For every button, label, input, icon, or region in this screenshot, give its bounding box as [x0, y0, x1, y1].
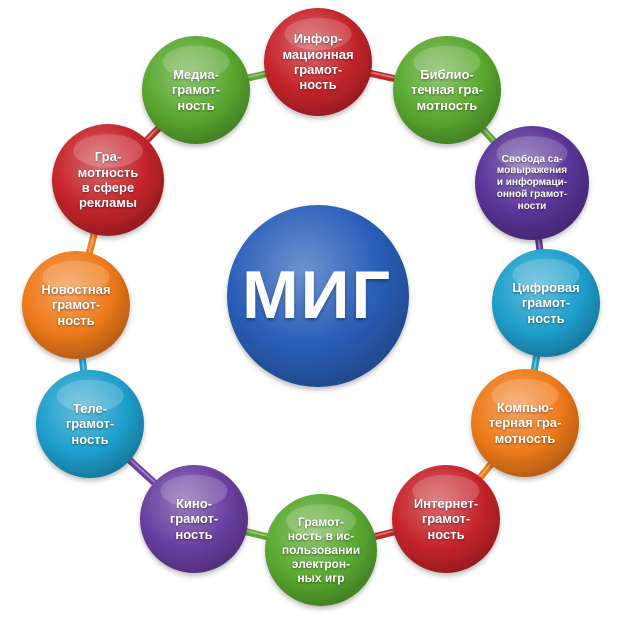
node-gloss [162, 45, 230, 79]
node-label: Новостная грамот- ность [41, 282, 111, 328]
center-circle [227, 205, 409, 387]
node-gloss [284, 17, 352, 51]
node-circle [475, 126, 589, 240]
node-circle [52, 124, 164, 236]
node-circle [142, 36, 250, 144]
node-circle [265, 494, 377, 606]
node-gloss [491, 378, 559, 412]
node-gloss [286, 504, 356, 538]
node-label: Свобода са- мовыражения и информаци- онн… [496, 153, 568, 212]
node-label: Инфор- мационная грамот- ность [282, 31, 354, 93]
node-circle [264, 8, 372, 116]
node-circle [471, 369, 579, 477]
node-label: Грамот- ность в ис- пользовании электрон… [281, 514, 361, 586]
node-label: Теле- грамот- ность [65, 401, 115, 447]
node-gloss [412, 474, 480, 508]
node-label: Кино- грамот- ность [169, 496, 219, 542]
center-label: МИГ [241, 257, 393, 333]
node-gloss [56, 379, 124, 413]
node-circle [22, 251, 130, 359]
node-gloss [496, 136, 568, 171]
node-label: Библио- течная гра- мотность [410, 67, 483, 113]
node-gloss [512, 258, 580, 292]
node-gloss [160, 474, 228, 508]
node-circle [392, 465, 500, 573]
node-label: Интернет- грамот- ность [413, 496, 479, 542]
node-gloss [42, 260, 110, 294]
node-circle [36, 370, 144, 478]
node-gloss [413, 45, 481, 79]
node-circle [140, 465, 248, 573]
node-gloss [73, 134, 143, 168]
node-circles [22, 8, 600, 606]
node-label: Компью- терная гра- мотность [488, 400, 562, 446]
node-label: Гра- мотность в сфере рекламы [77, 149, 139, 211]
node-circle [492, 249, 600, 357]
node-label: Медиа- грамот- ность [171, 67, 221, 113]
node-circle [393, 36, 501, 144]
node-label: Цифровая грамот- ность [512, 280, 580, 326]
